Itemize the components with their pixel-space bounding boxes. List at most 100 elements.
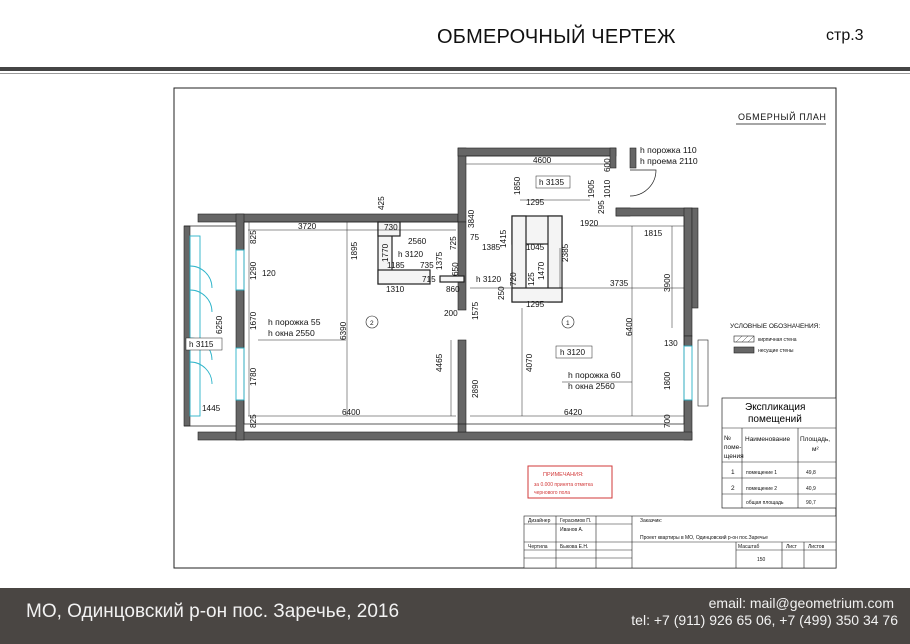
dim-6250: 6250	[215, 315, 224, 334]
room1-marker	[561, 315, 575, 329]
balcony-outline	[697, 339, 709, 407]
dim-860: 860	[446, 285, 460, 294]
explication-header-num-1: №	[724, 435, 731, 442]
wall-lines	[184, 155, 685, 427]
legend-brick-swatch	[733, 335, 755, 343]
legend: УСЛОВНЫЕ ОБОЗНАЧЕНИЯ: кирпичная стена не…	[730, 323, 820, 354]
door-opening-note: h проема 2110	[640, 156, 698, 166]
entrance-door-swing	[629, 169, 657, 197]
dim-730: 730	[384, 223, 398, 232]
stamp-designer: Герасимов П.	[560, 518, 591, 524]
dim-130: 130	[664, 339, 678, 348]
stamp-sheet-label: Лист	[786, 544, 798, 550]
legend-bearing-label: несущие стены	[758, 348, 794, 354]
dim-1415: 1415	[499, 229, 508, 248]
dim-1375: 1375	[435, 251, 444, 270]
dim-75: 75	[470, 233, 480, 242]
stamp-drafter: Быкова Е.Н.	[560, 544, 588, 550]
dim-1905: 1905	[587, 179, 596, 198]
explication-header-num-2: поме-	[724, 444, 741, 451]
dim-1670: 1670	[249, 311, 258, 330]
dim-250: 250	[497, 286, 506, 300]
stamp-project: Проект квартиры в МО, Одинцовский р-он п…	[640, 534, 768, 541]
dim-1575: 1575	[471, 301, 480, 320]
explication-row2-name: помещение 2	[746, 486, 777, 492]
dim-3900: 3900	[663, 273, 672, 292]
footer-bar	[0, 588, 910, 644]
dim-6420: 6420	[564, 408, 583, 417]
dim-4070: 4070	[525, 353, 534, 372]
dim-1295b: 1295	[526, 300, 545, 309]
stamp-drafter-label: Чертила	[528, 544, 548, 550]
dim-4600: 4600	[533, 156, 552, 165]
dim-1800: 1800	[663, 371, 672, 390]
dim-720: 720	[509, 272, 518, 286]
plan-caption: ОБМЕРНЫЙ ПЛАН	[738, 111, 827, 122]
dim-1780: 1780	[249, 367, 258, 386]
dim-1185: 1185	[387, 261, 405, 270]
dim-1310: 1310	[386, 285, 405, 294]
dim-6390: 6390	[339, 321, 348, 340]
stamp-designer-label: Дизайнер	[528, 517, 551, 524]
legend-bearing-swatch	[733, 346, 755, 354]
dim-295: 295	[597, 200, 606, 214]
room1-height: h 3120	[560, 348, 585, 357]
explication-row2-num: 2	[731, 485, 735, 492]
dim-h3120b: h 3120	[476, 275, 501, 284]
room2-window: h окна 2550	[268, 328, 315, 338]
dim-1770: 1770	[381, 243, 390, 262]
shafts	[377, 215, 563, 303]
dim-1295a: 1295	[526, 198, 545, 207]
explication-row2-area: 40,9	[806, 486, 816, 492]
dim-700: 700	[663, 414, 672, 428]
explication-header-num-3: щения	[724, 453, 744, 460]
dim-425: 425	[377, 196, 386, 210]
explication-row1-num: 1	[731, 469, 735, 476]
stamp-designer2: Иванов А.	[560, 527, 583, 533]
dim-2890: 2890	[471, 379, 480, 398]
legend-brick-label: кирпичная стена	[758, 337, 797, 343]
explication-header-area-1: Площадь,	[800, 436, 830, 443]
dim-1920: 1920	[580, 219, 599, 228]
dim-2560: 2560	[408, 237, 427, 246]
room1-threshold: h порожка 60	[568, 370, 621, 380]
dim-6400: 6400	[342, 408, 361, 417]
balcony-height: h 3115	[189, 340, 214, 349]
room1-number: 1	[566, 320, 570, 327]
header-rule-thin	[0, 73, 910, 74]
note-line1: за 0.000 принята отметка	[534, 482, 593, 488]
legend-title: УСЛОВНЫЕ ОБОЗНАЧЕНИЯ:	[730, 323, 820, 330]
page-number: стр.3	[826, 27, 864, 44]
room2-marker	[365, 315, 379, 329]
dim-1815: 1815	[644, 229, 663, 238]
explication-table: Экспликация помещений № поме- щения Наим…	[721, 397, 837, 509]
dim-125: 125	[527, 272, 536, 286]
dim-825a: 825	[249, 230, 258, 244]
balcony-height-box	[185, 337, 223, 351]
dim-1045: 1045	[526, 243, 545, 252]
explication-title-1: Экспликация	[745, 402, 805, 413]
footer-phones[interactable]: tel: +7 (911) 926 65 06, +7 (499) 350 34…	[631, 612, 898, 628]
dim-6400v: 6400	[625, 317, 634, 336]
dim-825b: 825	[249, 414, 258, 428]
footer-email[interactable]: email: mail@geometrium.com	[708, 595, 894, 611]
dim-1470: 1470	[537, 261, 546, 280]
dim-1850: 1850	[513, 176, 522, 195]
stamp-scale: 150	[757, 557, 766, 563]
title-block-text: Дизайнер Герасимов П. Иванов А. Чертила …	[528, 517, 825, 563]
title-block	[523, 515, 837, 569]
footer-address: МО, Одинцовский р-он пос. Заречье, 2016	[26, 601, 400, 622]
stamp-scale-label: Масштаб	[738, 544, 760, 550]
dim-1895: 1895	[350, 241, 359, 260]
dim-120: 120	[262, 269, 276, 278]
note-title: ПРИМЕЧАНИЯ:	[543, 472, 584, 478]
stamp-client-label: Заказчик:	[640, 518, 662, 524]
explication-row1-name: помещение 1	[746, 470, 777, 476]
room1-window: h окна 2560	[568, 381, 615, 391]
dim-735: 735	[420, 261, 434, 270]
h3135-label: h 3135	[539, 178, 564, 187]
dim-1385: 1385	[482, 243, 501, 252]
note-line2: чернового пола	[534, 490, 570, 496]
explication-total: 90,7	[806, 500, 816, 506]
